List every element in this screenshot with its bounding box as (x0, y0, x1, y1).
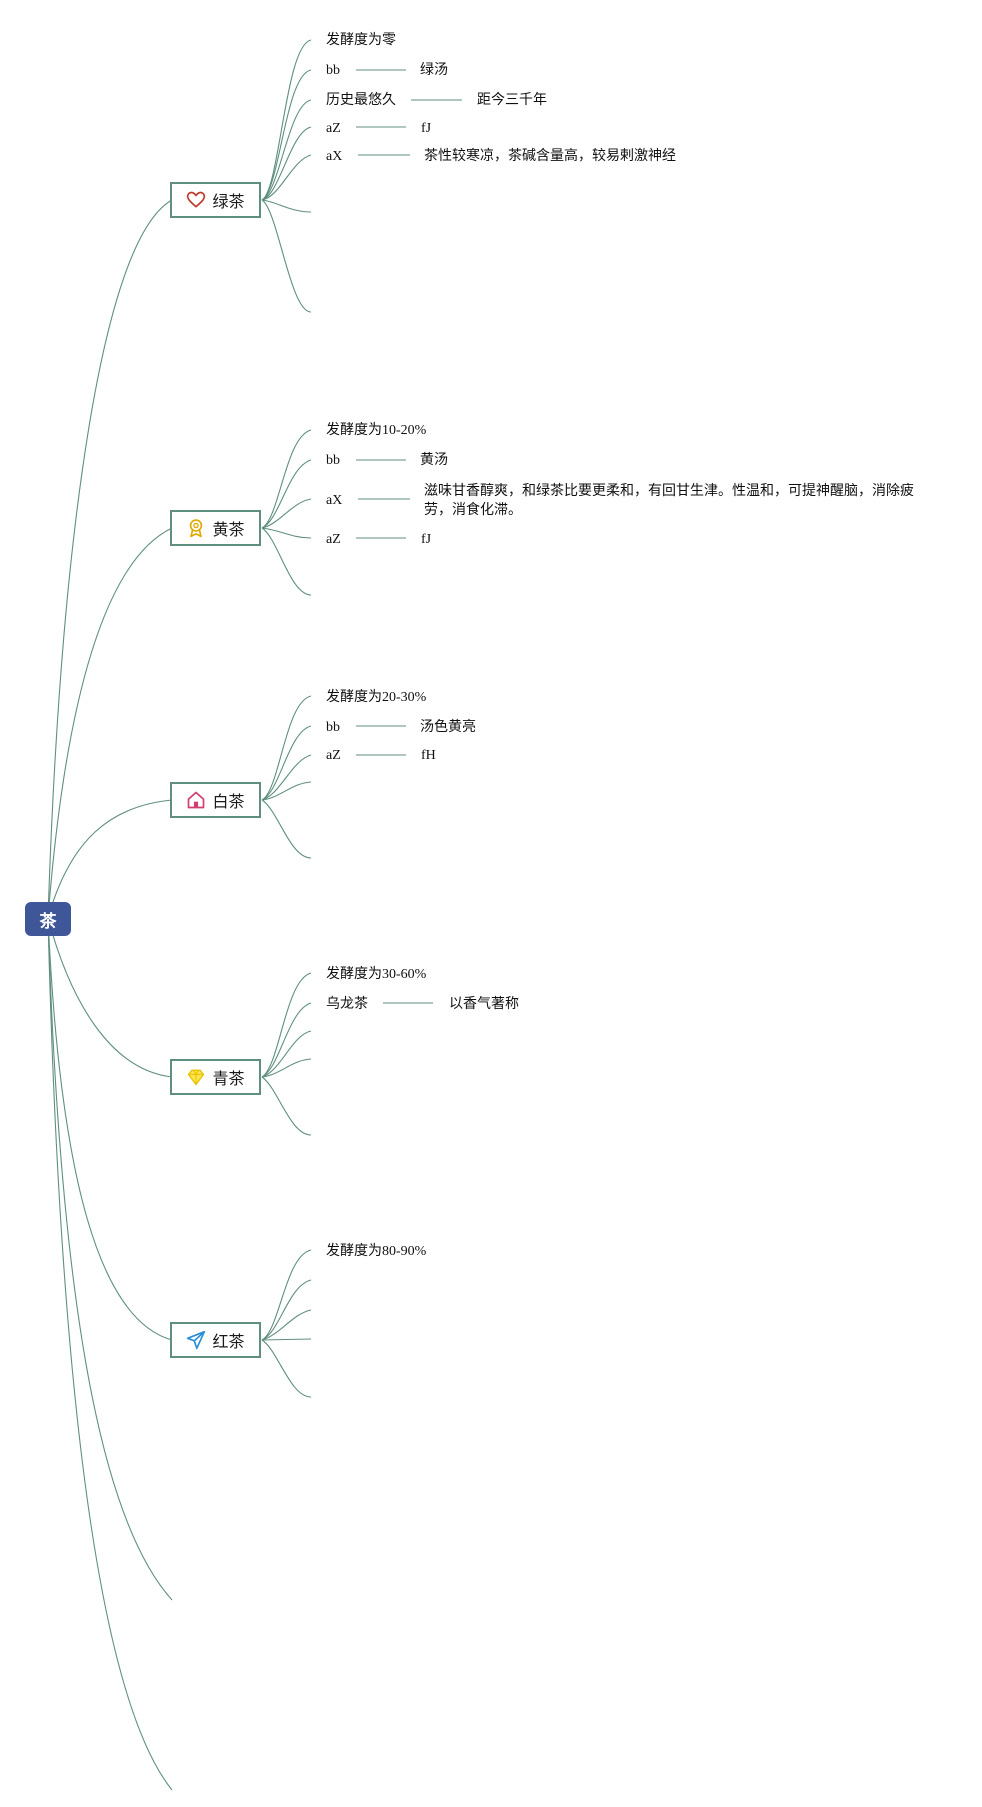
diamond-icon (188, 1069, 205, 1086)
topic-label: 绿茶 (212, 192, 245, 211)
root-link-yellow (47, 527, 173, 919)
award-icon (190, 519, 203, 538)
leaf-text: 发酵度为10-20% (326, 423, 427, 438)
leaf-text: 乌龙茶 (326, 997, 368, 1012)
leaf-text: aZ (326, 532, 341, 547)
root-link-empty-1 (47, 917, 173, 1601)
leaf-detail: 汤色黄亮 (420, 720, 476, 735)
paper-plane-icon (187, 1330, 206, 1350)
leaf-detail: 绿汤 (420, 63, 448, 78)
topic-white-tea[interactable]: 白茶 (170, 782, 261, 818)
leaf-text: aX (326, 493, 343, 508)
root-label: 茶 (39, 911, 57, 932)
leaf-detail: 茶性较寒凉，茶碱含量高，较易剌激神经 (424, 149, 676, 164)
topic-oolong-tea[interactable]: 青茶 (170, 1059, 261, 1095)
leaf-text: bb (326, 720, 340, 735)
root-node[interactable]: 茶 (25, 902, 71, 936)
leaf-detail: fH (421, 748, 436, 763)
root-link-green (47, 199, 173, 919)
heart-icon (187, 191, 206, 208)
topic-black-tea[interactable]: 红茶 (170, 1322, 261, 1358)
leaf-text: aZ (326, 121, 341, 136)
leaf-detail: 以香气著称 (449, 997, 519, 1012)
root-link-white (47, 799, 173, 919)
home-icon (188, 791, 205, 809)
leaf-detail: 距今三千年 (477, 93, 547, 108)
topic-label: 白茶 (212, 792, 245, 811)
topic-label: 黄茶 (212, 520, 245, 539)
leaf-detail: 滋味甘香醇爽，和绿茶比要更柔和，有回甘生津。性温和，可提神醒脑，消除疲劳，消食化… (424, 484, 914, 518)
topic-yellow-tea[interactable]: 黄茶 (170, 510, 261, 546)
leaf-text: 发酵度为20-30% (326, 690, 427, 705)
topic-label: 红茶 (212, 1332, 245, 1351)
leaf-text: 发酵度为80-90% (326, 1244, 427, 1259)
root-link-empty-2 (47, 917, 173, 1791)
topic-label: 青茶 (212, 1069, 245, 1088)
leaf-text: aZ (326, 748, 341, 763)
leaf-text: 发酵度为30-60% (326, 967, 427, 982)
root-link-black (47, 917, 173, 1341)
leaf-text: 历史最悠久 (326, 93, 396, 108)
leaf-detail: fJ (421, 532, 432, 547)
root-link-oolong (47, 917, 173, 1078)
leaf-text: bb (326, 63, 340, 78)
leaf-detail: 黄汤 (420, 453, 448, 468)
leaf-text: 发酵度为零 (326, 33, 396, 48)
leaf-text: bb (326, 453, 340, 468)
topic-green-tea[interactable]: 绿茶 (170, 182, 261, 218)
leaf-text: aX (326, 149, 343, 164)
leaf-detail: fJ (421, 121, 432, 136)
